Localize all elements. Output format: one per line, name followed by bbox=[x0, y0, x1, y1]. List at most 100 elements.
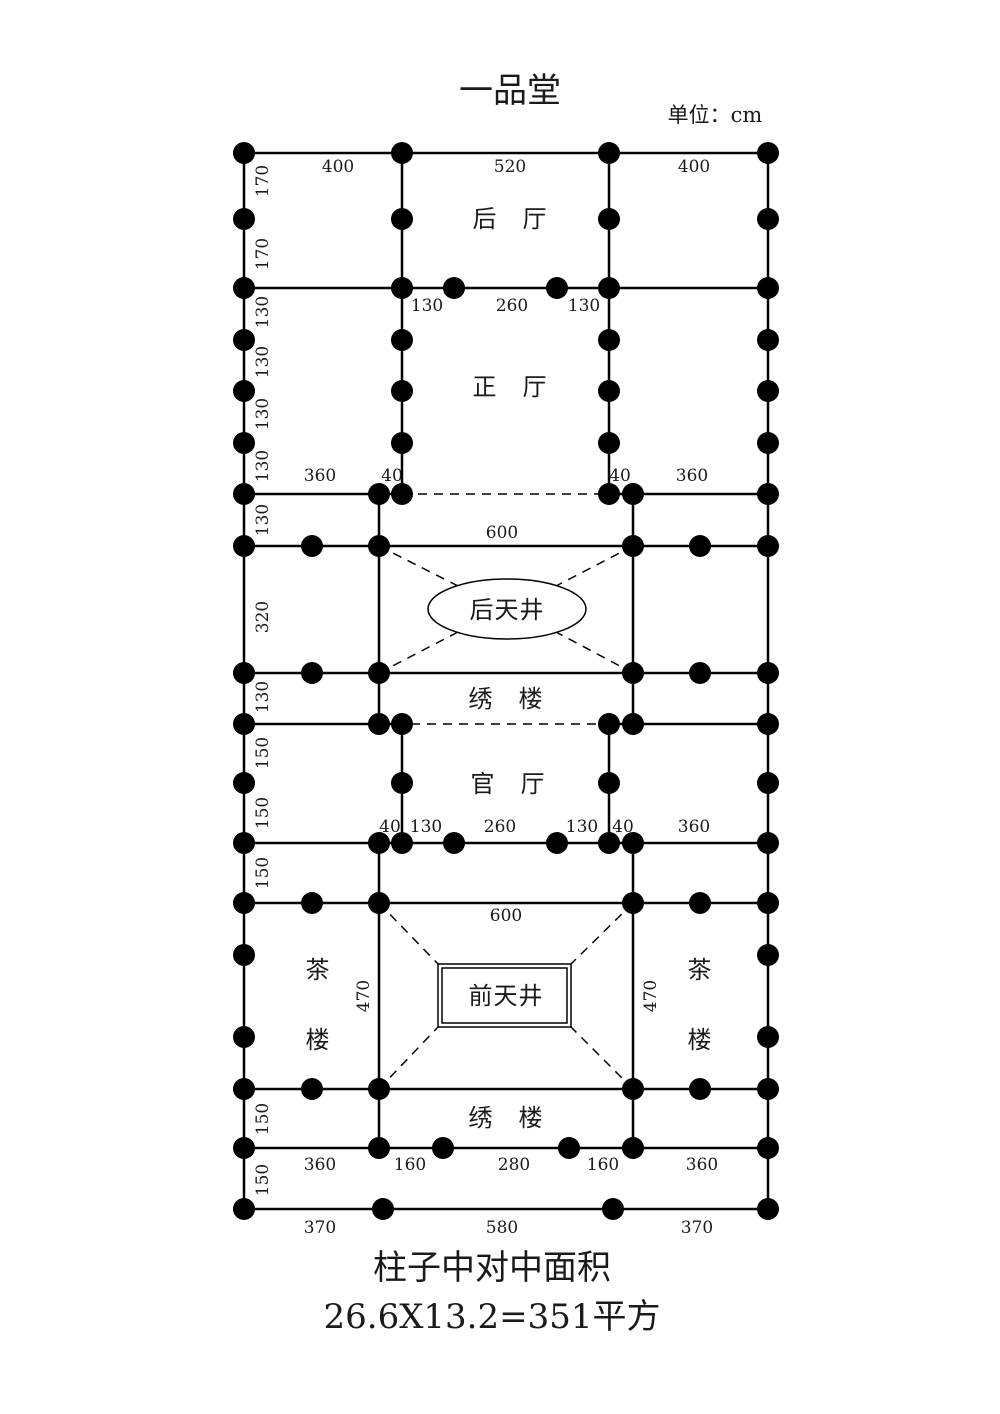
dim-label: 40 bbox=[379, 817, 401, 837]
column-dot bbox=[443, 832, 465, 854]
dim-label: 130 bbox=[411, 296, 443, 316]
unit-label: 单位：cm bbox=[668, 103, 763, 127]
column-dot bbox=[443, 277, 465, 299]
column-dot bbox=[233, 944, 255, 966]
room-labels: 后 厅 正 厅 后天井 绣 楼 官 厅 前天井 茶 楼 茶 楼 绣 楼 bbox=[306, 205, 712, 1132]
dim-label: 150 bbox=[253, 1164, 273, 1196]
column-dot bbox=[368, 1137, 390, 1159]
dim-label: 40 bbox=[381, 466, 403, 486]
area-caption: 柱子中对中面积 bbox=[373, 1248, 611, 1288]
column-dot bbox=[301, 662, 323, 684]
column-dot bbox=[233, 1078, 255, 1100]
column-dot bbox=[233, 277, 255, 299]
column-dot bbox=[622, 892, 644, 914]
column-dot bbox=[391, 380, 413, 402]
column-dot bbox=[368, 832, 390, 854]
dimension-labels: 400 520 400 130 260 130 360 40 40 360 60… bbox=[253, 157, 718, 1238]
dim-label: 370 bbox=[304, 1218, 336, 1238]
dim-label: 150 bbox=[253, 737, 273, 769]
column-dot bbox=[598, 713, 620, 735]
room-back-hall: 后 厅 bbox=[473, 205, 548, 233]
column-dot bbox=[757, 329, 779, 351]
column-dot bbox=[391, 329, 413, 351]
dim-label: 470 bbox=[641, 980, 661, 1012]
column-dot bbox=[757, 944, 779, 966]
column-dot bbox=[757, 380, 779, 402]
dim-label: 360 bbox=[686, 1155, 718, 1175]
dim-label: 260 bbox=[484, 817, 516, 837]
diagonal-dash bbox=[378, 1026, 439, 1090]
column-dot bbox=[622, 713, 644, 735]
column-dot bbox=[622, 1137, 644, 1159]
column-dot bbox=[598, 432, 620, 454]
column-dot bbox=[689, 1078, 711, 1100]
room-back-courtyard: 后天井 bbox=[470, 596, 545, 624]
dim-label: 170 bbox=[253, 238, 273, 270]
dim-label: 130 bbox=[253, 681, 273, 713]
column-dot bbox=[598, 483, 620, 505]
column-dot bbox=[233, 380, 255, 402]
dashed-openings bbox=[379, 493, 633, 725]
column-dot bbox=[233, 208, 255, 230]
front-courtyard bbox=[378, 902, 634, 1090]
diagonal-dash bbox=[378, 631, 459, 674]
column-dot bbox=[757, 1078, 779, 1100]
column-dot bbox=[598, 380, 620, 402]
column-dot bbox=[391, 208, 413, 230]
room-embroidery-lower: 绣 楼 bbox=[469, 1104, 544, 1132]
column-dot bbox=[368, 483, 390, 505]
dim-label: 130 bbox=[253, 504, 273, 536]
dim-label: 360 bbox=[304, 466, 336, 486]
dim-label: 150 bbox=[253, 857, 273, 889]
column-dot bbox=[391, 772, 413, 794]
dim-label: 130 bbox=[253, 296, 273, 328]
column-dot bbox=[301, 892, 323, 914]
column-dot bbox=[558, 1137, 580, 1159]
dim-label: 360 bbox=[676, 466, 708, 486]
column-dot bbox=[757, 432, 779, 454]
column-dot bbox=[368, 713, 390, 735]
column-dot bbox=[233, 535, 255, 557]
courtyard-ellipse bbox=[427, 578, 587, 640]
column-dot bbox=[301, 1078, 323, 1100]
column-dot bbox=[546, 832, 568, 854]
column-dot bbox=[598, 277, 620, 299]
column-dot bbox=[689, 892, 711, 914]
room-official-hall: 官 厅 bbox=[471, 770, 546, 798]
plan-title: 一品堂 bbox=[459, 71, 561, 111]
room-front-courtyard: 前天井 bbox=[469, 982, 544, 1010]
column-dot bbox=[757, 1026, 779, 1048]
dim-label: 360 bbox=[678, 817, 710, 837]
column-dot bbox=[233, 713, 255, 735]
column-dot bbox=[598, 142, 620, 164]
dim-label: 160 bbox=[394, 1155, 426, 1175]
column-dot bbox=[391, 142, 413, 164]
column-dot bbox=[391, 713, 413, 735]
column-dot bbox=[757, 662, 779, 684]
dim-label: 130 bbox=[568, 296, 600, 316]
diagonal-dash bbox=[378, 902, 439, 965]
diagonal-dash bbox=[555, 631, 634, 674]
dim-label: 400 bbox=[678, 157, 710, 177]
column-dot bbox=[233, 1026, 255, 1048]
column-dot bbox=[757, 483, 779, 505]
room-embroidery-upper: 绣 楼 bbox=[469, 685, 544, 713]
diagonal-dash bbox=[570, 1026, 634, 1090]
room-main-hall: 正 厅 bbox=[473, 373, 548, 401]
column-dot bbox=[757, 772, 779, 794]
dim-label: 130 bbox=[410, 817, 442, 837]
dim-label: 470 bbox=[354, 980, 374, 1012]
column-dot bbox=[546, 277, 568, 299]
column-dot bbox=[233, 142, 255, 164]
dim-label: 580 bbox=[486, 1218, 518, 1238]
column-dot bbox=[391, 277, 413, 299]
diagonal-dash bbox=[570, 902, 634, 965]
dim-label: 320 bbox=[253, 601, 273, 633]
column-dot bbox=[391, 432, 413, 454]
column-dot bbox=[757, 142, 779, 164]
column-dot bbox=[233, 772, 255, 794]
column-dot bbox=[757, 713, 779, 735]
column-dot bbox=[622, 483, 644, 505]
dim-label: 360 bbox=[304, 1155, 336, 1175]
